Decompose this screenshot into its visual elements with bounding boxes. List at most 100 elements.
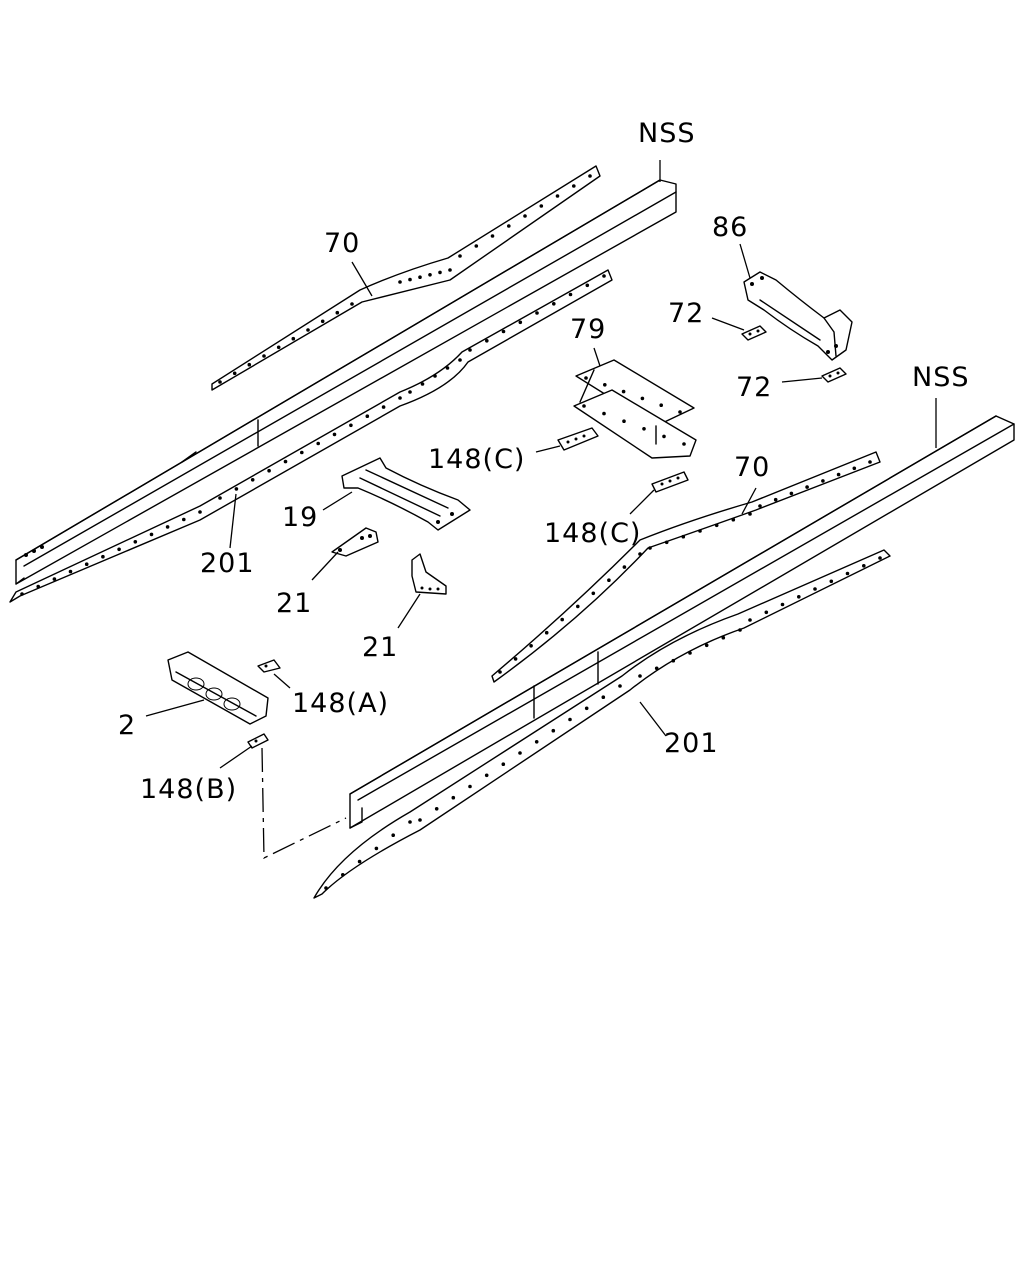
- alignment-line: [261, 747, 347, 860]
- bolt-hole: [198, 510, 202, 514]
- upper-frame-rail-nss: [15, 179, 677, 585]
- gusset-72-a: [741, 325, 767, 341]
- label-148c-b: 148(C): [544, 518, 641, 549]
- bolt-hole: [267, 468, 271, 473]
- bolt-hole: [585, 283, 590, 288]
- bolt-hole: [539, 204, 544, 208]
- bolt-hole: [381, 405, 386, 409]
- bolt-hole: [335, 310, 340, 315]
- bolt-hole: [438, 270, 442, 275]
- bolt-hole: [36, 584, 40, 589]
- bolt-hole: [602, 411, 606, 416]
- bolt-hole: [501, 762, 506, 766]
- bolt-hole: [182, 517, 186, 522]
- bolt-hole: [518, 320, 523, 325]
- crossmember-2: [167, 651, 269, 725]
- bolt-hole: [714, 523, 719, 528]
- plate-79: [573, 359, 697, 459]
- plate-148a: [257, 659, 281, 673]
- label-70-upper: 70: [324, 228, 360, 259]
- bolt-hole: [659, 403, 663, 408]
- label-21-b: 21: [362, 632, 398, 663]
- bolt-hole: [262, 354, 266, 358]
- bolt-hole: [731, 517, 736, 522]
- plate-148c-b: [651, 471, 689, 493]
- bolt-hole: [485, 339, 489, 343]
- bolt-hole: [664, 540, 669, 545]
- bolt-hole: [748, 618, 752, 622]
- bolt-hole: [133, 540, 138, 544]
- bolt-hole: [588, 174, 592, 178]
- bolt-hole: [622, 565, 627, 569]
- bolt-hole: [374, 846, 379, 851]
- bolt-hole: [681, 534, 686, 539]
- bracket-21-b: [411, 553, 447, 595]
- bolt-hole: [555, 194, 560, 198]
- label-148b: 148(B): [140, 774, 237, 805]
- bolt-hole: [821, 479, 825, 483]
- bolt-hole: [773, 497, 778, 502]
- bolt-hole: [845, 571, 850, 576]
- bolt-hole: [408, 820, 412, 824]
- bolt-hole: [671, 658, 676, 663]
- bolt-hole: [568, 717, 572, 722]
- lower-reinforcement-70: [491, 451, 881, 683]
- bolt-hole: [829, 579, 834, 584]
- bolt-hole: [418, 275, 422, 280]
- bolt-hole: [448, 268, 452, 272]
- gusset-72-b: [821, 367, 847, 383]
- bolt-hole: [805, 485, 809, 489]
- bolt-hole: [544, 630, 549, 635]
- bracket-21-a: [331, 527, 379, 557]
- upper-reinforcement-70: [211, 165, 601, 391]
- bolt-hole: [357, 859, 362, 864]
- bolt-hole: [518, 751, 522, 755]
- bolt-hole: [408, 277, 412, 282]
- bolt-hole: [84, 562, 89, 566]
- bolt-hole: [607, 578, 611, 582]
- bolt-hole: [648, 546, 652, 550]
- bolt-hole: [247, 362, 252, 367]
- bolt-hole: [601, 695, 606, 699]
- bolt-hole: [101, 554, 105, 559]
- bolt-hole: [638, 674, 642, 678]
- bolt-hole: [428, 273, 432, 277]
- bolt-hole: [300, 450, 304, 455]
- bolt-hole: [408, 390, 412, 394]
- bolt-hole: [721, 635, 726, 640]
- bolt-hole: [398, 280, 402, 284]
- bolt-hole: [68, 569, 73, 574]
- label-201-upper: 201: [200, 548, 255, 579]
- bolt-hole: [498, 670, 502, 674]
- bolt-hole: [535, 311, 539, 315]
- bolt-hole: [316, 441, 321, 446]
- label-nss-upper: NSS: [638, 118, 695, 149]
- bolt-hole: [218, 380, 222, 384]
- bolt-hole: [534, 740, 539, 744]
- bolt-hole: [349, 423, 353, 428]
- label-70-lower: 70: [734, 452, 770, 483]
- plate-148b: [247, 733, 269, 749]
- bolt-hole: [283, 459, 288, 464]
- bolt-hole: [698, 529, 702, 533]
- bolt-hole: [149, 532, 154, 537]
- bolt-hole: [451, 795, 456, 800]
- bolt-hole: [602, 274, 606, 278]
- bolt-hole: [324, 886, 328, 890]
- label-21-a: 21: [276, 588, 312, 619]
- bolt-hole: [622, 419, 626, 424]
- bolt-hole: [642, 427, 646, 431]
- bolt-hole: [582, 404, 586, 408]
- bolt-hole: [350, 302, 354, 306]
- bolt-hole: [551, 728, 556, 733]
- bolt-hole: [878, 556, 882, 560]
- bolt-hole: [20, 592, 24, 596]
- label-2: 2: [118, 710, 136, 741]
- bolt-hole: [662, 434, 666, 439]
- bolt-hole: [654, 666, 659, 671]
- bolt-hole: [862, 564, 866, 568]
- bolt-hole: [688, 651, 692, 655]
- bolt-hole: [836, 472, 841, 477]
- bolt-hole: [234, 487, 239, 491]
